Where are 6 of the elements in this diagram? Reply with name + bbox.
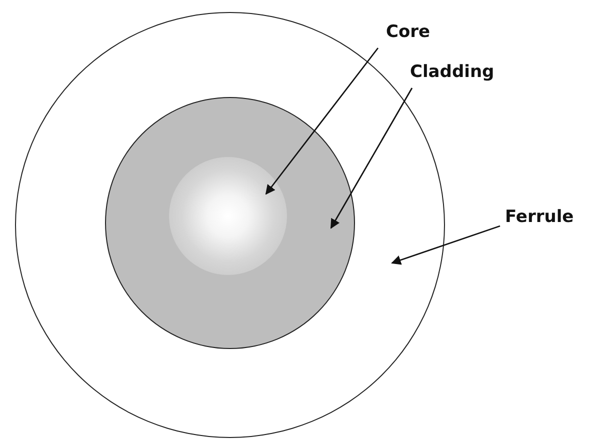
part-label: Core (386, 22, 430, 42)
leader-arrow (330, 88, 413, 229)
part-label: Ferrule (505, 207, 574, 227)
leader-arrow (391, 225, 500, 265)
leader-arrow (265, 48, 379, 195)
part-label: Cladding (410, 62, 494, 82)
